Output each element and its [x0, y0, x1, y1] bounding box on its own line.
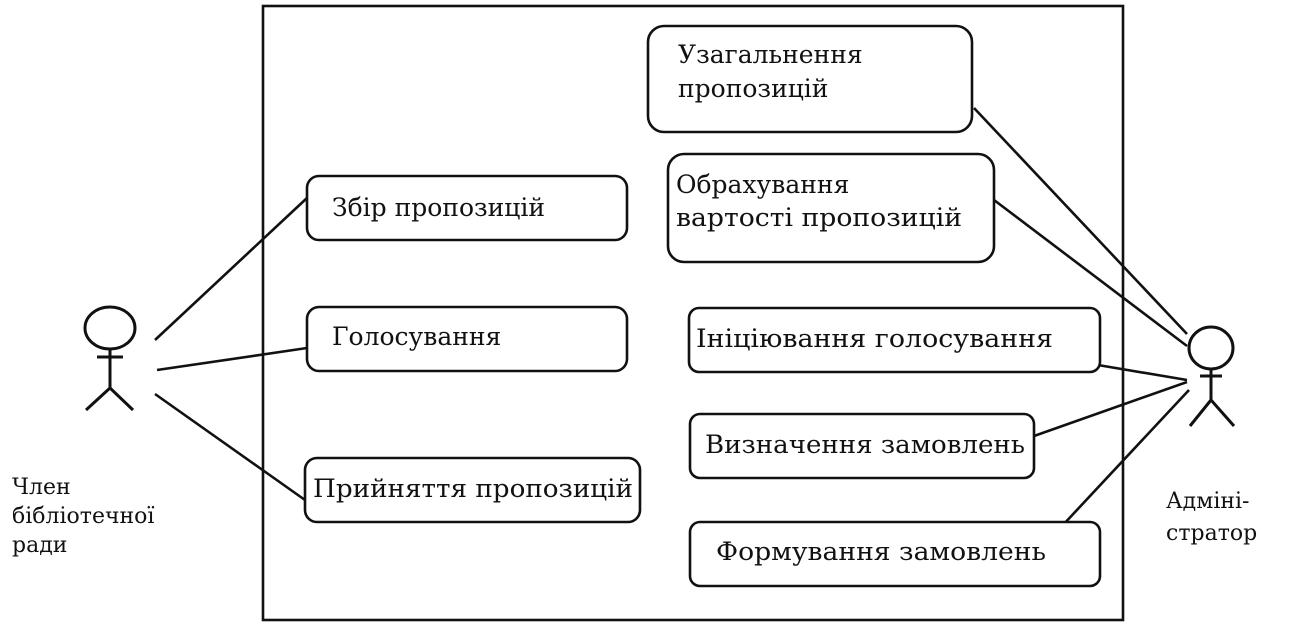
- actor-admin-head: [1187, 325, 1235, 371]
- actor-admin-label: Адміні- стратор: [1166, 489, 1257, 546]
- use-case-label: Прийняття пропозицій: [313, 474, 633, 503]
- use-case-label-line: Ініціювання голосування: [696, 324, 1053, 353]
- use-case-label-line: Формування замовлень: [716, 537, 1046, 566]
- use-case-box: [305, 174, 629, 242]
- association-lines: [154, 107, 1190, 527]
- association-line-admin-initiate: [1091, 362, 1188, 382]
- use-case-box: [305, 305, 629, 373]
- use-case-label: Обрахування вартості пропозицій: [676, 170, 962, 232]
- actor-member-label-line: ради: [12, 533, 67, 558]
- use-case-label: Збір пропозицій: [332, 193, 545, 222]
- use-case-collect: Збір пропозицій: [305, 174, 629, 242]
- use-case-label-line: Прийняття пропозицій: [313, 474, 633, 503]
- actor-admin-figure: [1187, 325, 1236, 427]
- actor-member: Член бібліотечної ради: [12, 305, 161, 558]
- actor-member-figure: [83, 305, 137, 412]
- actor-admin-right-leg: [1209, 399, 1236, 427]
- actor-admin-label-line: Адміні-: [1166, 489, 1250, 514]
- use-case-label-line: Визначення замовлень: [705, 430, 1025, 459]
- actor-admin-label-line: стратор: [1166, 521, 1257, 546]
- actor-member-head: [83, 305, 137, 351]
- use-case-label-line: Збір пропозицій: [332, 193, 545, 222]
- association-line-member-collect: [154, 197, 308, 341]
- use-case-calculate: Обрахування вартості пропозицій: [666, 152, 996, 264]
- system-boundary: [261, 4, 1125, 622]
- association-line-admin-determine: [1033, 380, 1188, 438]
- association-line-member-vote: [156, 346, 308, 372]
- actor-member-right-leg: [108, 386, 135, 412]
- actor-admin-left-leg: [1188, 399, 1213, 427]
- use-case-label-line: Голосування: [332, 322, 501, 351]
- use-case-label: Формування замовлень: [716, 537, 1046, 566]
- use-case-box: [303, 456, 642, 524]
- association-line-admin-calculate: [993, 198, 1188, 348]
- actor-member-label-line: бібліотечної: [12, 504, 154, 529]
- use-case-determine: Визначення замовлень: [688, 412, 1036, 480]
- use-case-label-line: вартості пропозицій: [676, 203, 962, 232]
- use-case-label-line: Обрахування: [676, 170, 849, 199]
- use-case-box: [687, 306, 1102, 374]
- use-case-box: [688, 412, 1036, 480]
- use-case-accept: Прийняття пропозицій: [303, 456, 642, 524]
- use-case-generalize: Узагальнення пропозицій: [646, 24, 974, 134]
- association-line-admin-generalize: [973, 107, 1188, 335]
- actor-member-label-line: Член: [12, 475, 71, 500]
- use-case-label-line: Узагальнення: [678, 40, 863, 69]
- use-case-label-line: пропозицій: [678, 74, 828, 103]
- actor-admin: Адміні- стратор: [1166, 325, 1257, 546]
- use-case-box: [688, 520, 1102, 588]
- use-case-label: Узагальнення пропозицій: [678, 40, 871, 103]
- use-case-box: [666, 152, 996, 264]
- use-case-initiate: Ініціювання голосування: [687, 306, 1102, 374]
- use-case-label: Визначення замовлень: [705, 430, 1025, 459]
- use-case-box: [646, 24, 974, 134]
- use-case-label: Ініціювання голосування: [696, 324, 1053, 353]
- use-case-vote: Голосування: [305, 305, 629, 373]
- association-line-admin-form: [1061, 389, 1190, 527]
- actor-member-label: Член бібліотечної ради: [12, 475, 161, 558]
- association-line-member-accept: [154, 392, 306, 502]
- use-case-form: Формування замовлень: [688, 520, 1102, 588]
- use-case-label: Голосування: [332, 322, 501, 351]
- actor-member-left-leg: [84, 386, 112, 412]
